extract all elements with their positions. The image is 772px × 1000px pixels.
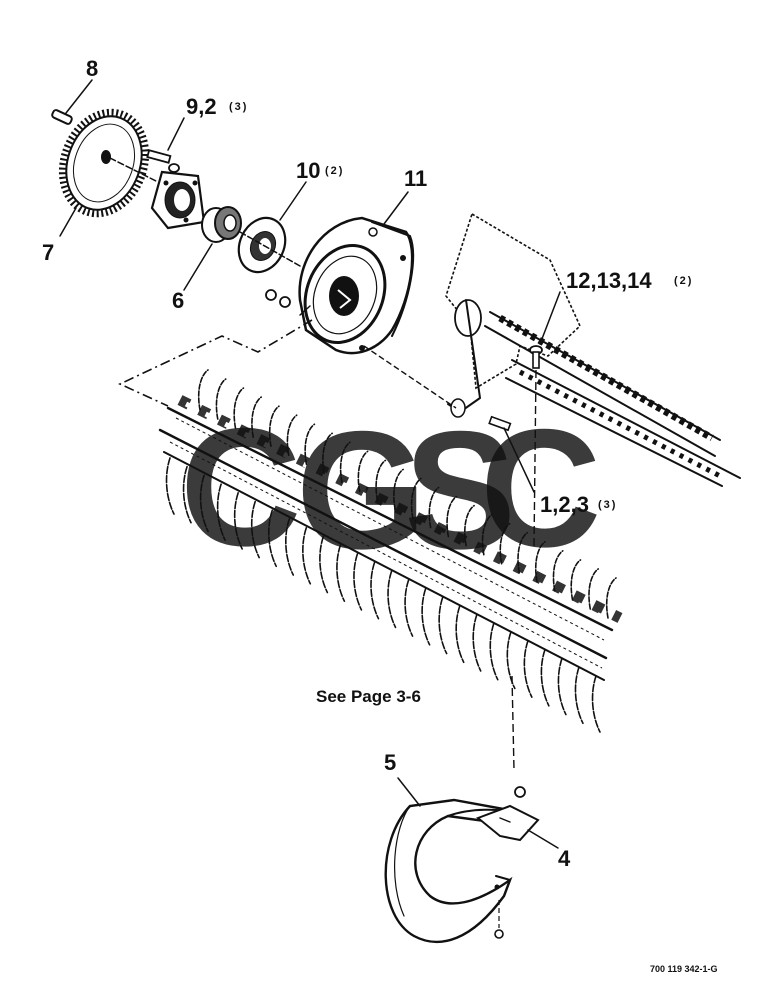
tine [517,531,529,574]
tine [472,614,482,672]
tine [588,568,600,610]
tine [446,495,458,538]
bolt-1-2-3 [488,415,512,432]
tine [165,457,175,515]
tine [250,500,260,559]
tine [233,387,245,429]
callout-6: 6 [172,288,184,313]
bolt-group [146,149,180,173]
assembly-lines [118,319,537,771]
tine [481,513,493,556]
clip-hardware [494,786,526,939]
bearing-housing [298,216,415,355]
tine [353,553,363,611]
callout-labels: 8 9,2 (3) 10 (2) 11 7 6 12,13,14 (2) 1,2… [42,56,718,974]
shield-band [384,798,524,944]
watermark-letter-c1: C [180,393,301,581]
tine [336,544,346,602]
tine [574,666,584,725]
tine [393,468,404,511]
callout-1-2-3-qty: (3) [598,499,617,511]
tine [284,518,295,576]
tine [268,405,280,447]
tine [216,483,226,541]
tine [215,378,227,420]
callout-8: 8 [86,56,98,81]
tine [557,657,567,716]
tine [322,432,333,475]
tine [233,492,243,550]
nut-pair [265,289,291,308]
tine [370,561,380,620]
callout-11: 11 [404,166,427,191]
tine [387,570,397,629]
tine [339,441,351,484]
tine [523,640,533,698]
bearing [201,206,242,243]
callout-12-13-14-qty: (2) [674,275,693,287]
see-page-note: See Page 3-6 [316,687,421,706]
drive-chain [484,311,741,487]
figure-number: 700 119 342-1-G [650,964,718,974]
tine [421,588,431,646]
tine [319,535,329,594]
tine [251,396,263,438]
tine [197,369,209,411]
tine [357,450,369,493]
tine [540,649,550,707]
callout-4: 4 [558,846,571,871]
watermark-letter-g: G [296,396,427,584]
watermark-logo: C G S C [180,393,601,584]
watermark-letter-s: S [404,396,516,584]
tine [464,504,475,547]
tine [534,541,546,583]
tine [506,631,516,690]
carriage-bolt [529,345,543,369]
tine [428,486,440,529]
callout-9-2: 9,2 [186,94,217,119]
tine [570,559,582,601]
tine [286,414,298,457]
tine [410,477,422,520]
tine [304,423,316,466]
side-bracket [445,212,581,418]
sprocket-gear [58,108,150,218]
callout-5: 5 [384,750,396,775]
callout-10-qty: (2) [325,165,344,177]
tine-bar [158,369,623,733]
tine [489,622,499,681]
tine [267,509,278,568]
leader-lines [59,79,561,849]
tine [302,526,312,585]
tine [199,474,209,533]
callout-7: 7 [42,240,54,265]
callout-10: 10 [296,158,320,183]
tine [591,675,601,733]
tine [182,465,192,524]
tine [552,550,564,592]
callout-1-2-3: 1,2,3 [540,492,589,517]
tine [605,577,617,619]
tine [438,596,448,655]
key-pin [51,109,73,125]
callout-9-2-qty: (3) [229,101,248,113]
tine [404,579,414,637]
watermark-letter-c2: C [480,394,601,582]
tine [455,605,465,664]
callout-12-13-14: 12,13,14 [566,268,652,293]
tine [499,522,511,565]
flange-plate [150,170,206,230]
tine [375,459,387,502]
